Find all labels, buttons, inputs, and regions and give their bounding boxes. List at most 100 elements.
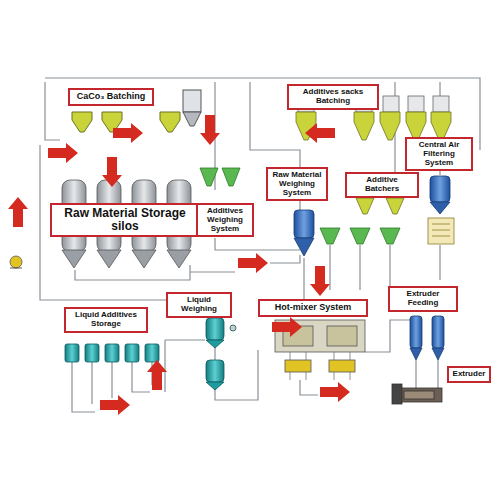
pipework-part <box>365 320 410 352</box>
label-box: CaCo₃ Batching <box>68 88 154 106</box>
additive-batchers-part <box>380 228 400 244</box>
additive-sack-hoppers-part <box>354 112 374 140</box>
equipment-label: Central Air Filtering System <box>410 141 468 167</box>
label-box: Additives Weighing System <box>196 203 254 237</box>
additive-sack-hoppers-part <box>406 112 426 140</box>
pipework-part <box>439 245 440 280</box>
pipework-part <box>300 380 318 395</box>
pipework-part <box>75 265 190 280</box>
additive-sack-hoppers-part <box>383 96 399 112</box>
pipework-part <box>165 339 205 340</box>
liquid-storage-tanks-part <box>105 344 119 362</box>
additive-sack-hoppers-part <box>380 112 400 140</box>
liquid-weighing-tanks-part <box>206 318 224 340</box>
central-air-filter-part <box>430 176 450 202</box>
flow-arrows-part <box>102 157 122 187</box>
equipment-label: Extruder Feeding <box>393 290 453 308</box>
equipment-label: Liquid Additives Storage <box>69 311 143 329</box>
extruder-feeders-part <box>432 348 444 360</box>
label-box: Extruder Feeding <box>388 286 458 312</box>
pipework-part <box>91 362 92 404</box>
caco3-hoppers-part <box>183 90 201 112</box>
liquid-storage-tanks-part <box>65 344 79 362</box>
pipework-part <box>359 245 360 290</box>
pipework-part <box>437 360 438 388</box>
additive-weighing-cones-part <box>222 168 240 186</box>
equipment-label: Liquid Weighing <box>171 296 227 314</box>
extruder-machine-part <box>400 388 442 402</box>
hot-mixer-part <box>327 326 357 346</box>
flow-arrows-part <box>310 266 330 296</box>
extruder-feeders <box>410 316 444 360</box>
label-box: Additive Batchers <box>345 172 419 198</box>
pipework-part <box>215 238 300 250</box>
pipework-part <box>389 245 390 290</box>
caco3-hoppers-part <box>160 112 180 132</box>
extruder-feeders-part <box>410 348 422 360</box>
liquid-storage-tanks-part <box>125 344 139 362</box>
pipework-part <box>45 82 60 140</box>
additive-batchers-part <box>320 228 340 244</box>
label-box: Liquid Additives Storage <box>64 307 148 333</box>
equipment-label: CaCo₃ Batching <box>73 92 149 102</box>
additive-batchers-part <box>356 198 374 214</box>
additive-sack-hoppers-part <box>408 96 424 112</box>
extruder-machine-part <box>404 391 434 399</box>
additive-batchers-part <box>350 228 370 244</box>
central-air-filter-part <box>430 202 450 214</box>
pipework-part <box>190 271 235 272</box>
label-box: Extruder <box>447 366 491 383</box>
flow-arrows <box>8 115 350 415</box>
label-box: Additives sacks Batching <box>287 84 379 110</box>
raw-material-weigher-part <box>294 210 314 238</box>
pipework <box>40 78 480 412</box>
label-box: Hot-mixer System <box>258 299 368 317</box>
hot-mixer-part <box>285 360 311 372</box>
label-box: Liquid Weighing <box>166 292 232 318</box>
central-air-filter-part <box>432 224 450 236</box>
pipework-part <box>270 255 300 263</box>
pipework-part <box>72 362 95 412</box>
flow-arrows-part <box>238 253 268 273</box>
flow-arrows-part <box>200 115 220 145</box>
caco3-hoppers-part <box>72 112 92 132</box>
liquid-storage-tanks-part <box>145 344 159 362</box>
flow-arrows-part <box>320 382 350 402</box>
pipework-part <box>111 362 112 398</box>
extruder-feeders-part <box>410 316 422 348</box>
pipework-part <box>132 362 150 392</box>
caco3-hoppers-part <box>183 112 201 126</box>
liquid-weighing-tanks-part <box>206 382 224 390</box>
flow-arrows-part <box>8 197 28 227</box>
label-box: Raw Material Storage silos <box>50 203 200 237</box>
equipment-label: Hot-mixer System <box>263 303 363 313</box>
equipment-label: Raw Material Weighing System <box>271 171 323 197</box>
liquid-weighing-tanks-part <box>230 325 236 331</box>
flow-arrows-part <box>48 143 78 163</box>
liquid-weighing-tanks <box>206 318 236 390</box>
flow-arrows-part <box>272 317 302 337</box>
label-box: Raw Material Weighing System <box>266 167 328 201</box>
liquid-storage-tanks-part <box>85 344 99 362</box>
equipment-label: Raw Material Storage silos <box>55 207 195 233</box>
central-air-filter-part <box>428 218 454 244</box>
pipework-part <box>164 340 165 392</box>
storage-silos-part <box>62 250 86 268</box>
storage-silos-part <box>97 250 121 268</box>
flow-arrows-part <box>305 123 335 143</box>
raw-material-weigher-part <box>294 238 314 256</box>
storage-silos-part <box>10 256 22 268</box>
additive-sack-hoppers-part <box>431 112 451 140</box>
caco3-hoppers <box>72 90 201 132</box>
raw-material-weigher <box>294 210 314 256</box>
liquid-weighing-tanks-part <box>206 360 224 382</box>
additive-batchers-part <box>386 198 404 214</box>
flow-arrows-part <box>113 123 143 143</box>
extruder-machine <box>392 384 442 404</box>
flow-arrows-part <box>147 360 167 390</box>
pipework-part <box>415 360 416 388</box>
storage-silos-part <box>132 250 156 268</box>
